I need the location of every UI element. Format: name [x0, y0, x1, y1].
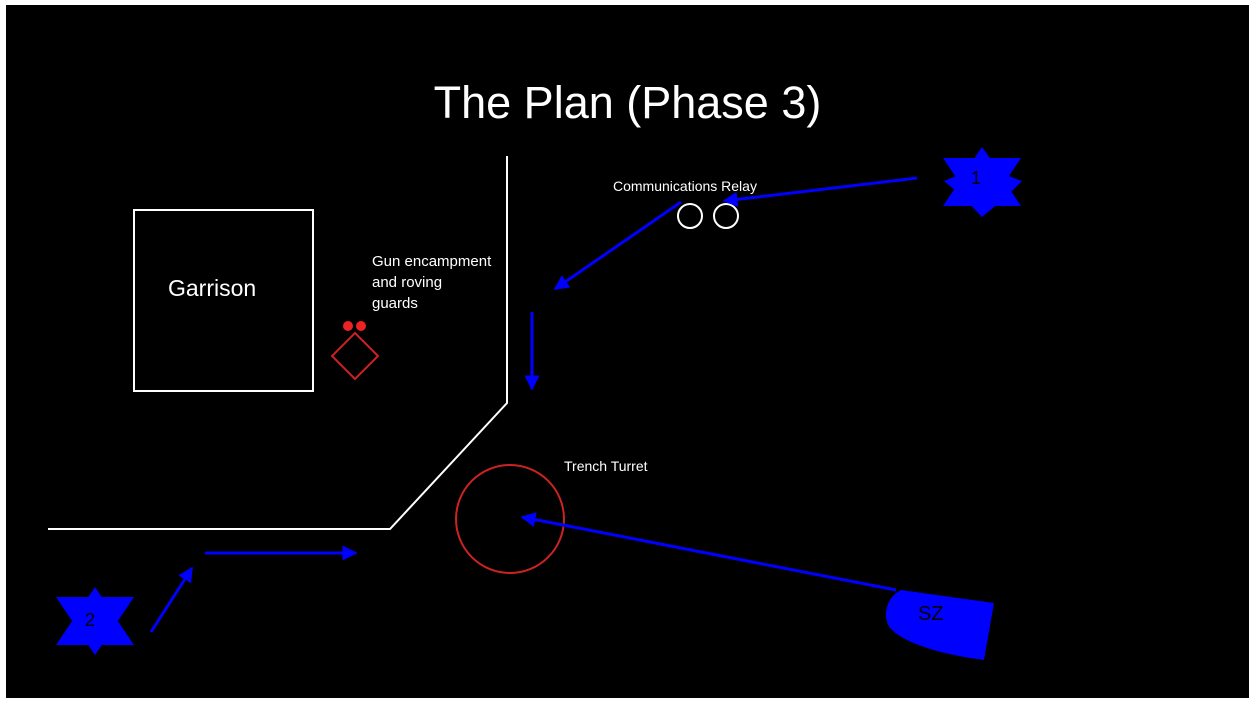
roving-guard-dot: [343, 321, 353, 331]
map-canvas: The Plan (Phase 3) Garrison Gun encampme…: [6, 5, 1249, 698]
squad-1-label: 1: [971, 168, 982, 188]
route-arrow: [722, 176, 918, 207]
squad-2-label: 2: [85, 610, 96, 630]
trench-turret-label: Trench Turret: [564, 458, 648, 474]
trench-turret-circle: [455, 464, 565, 574]
communications-relay-label: Communications Relay: [613, 178, 757, 194]
wall-line: [48, 156, 508, 530]
relay-node: [713, 203, 739, 229]
gun-encampment-label: Gun encampment and roving guards: [372, 253, 492, 312]
squad-2-star: [56, 597, 134, 655]
garrison-building: [133, 209, 314, 392]
page-title: The Plan (Phase 3): [433, 77, 822, 128]
roving-guard-dot: [356, 321, 366, 331]
gun-encampment-diamond: [330, 331, 380, 381]
start-zone-shape: [885, 590, 994, 660]
squad-1-star-triangle: [943, 158, 1021, 216]
route-arrow: [149, 566, 194, 633]
start-zone-label: SZ: [918, 603, 944, 625]
map-drawing: [48, 147, 1022, 660]
route-arrow: [520, 512, 897, 592]
garrison-label: Garrison: [168, 275, 257, 301]
route-arrow: [553, 200, 682, 291]
relay-node: [677, 203, 703, 229]
